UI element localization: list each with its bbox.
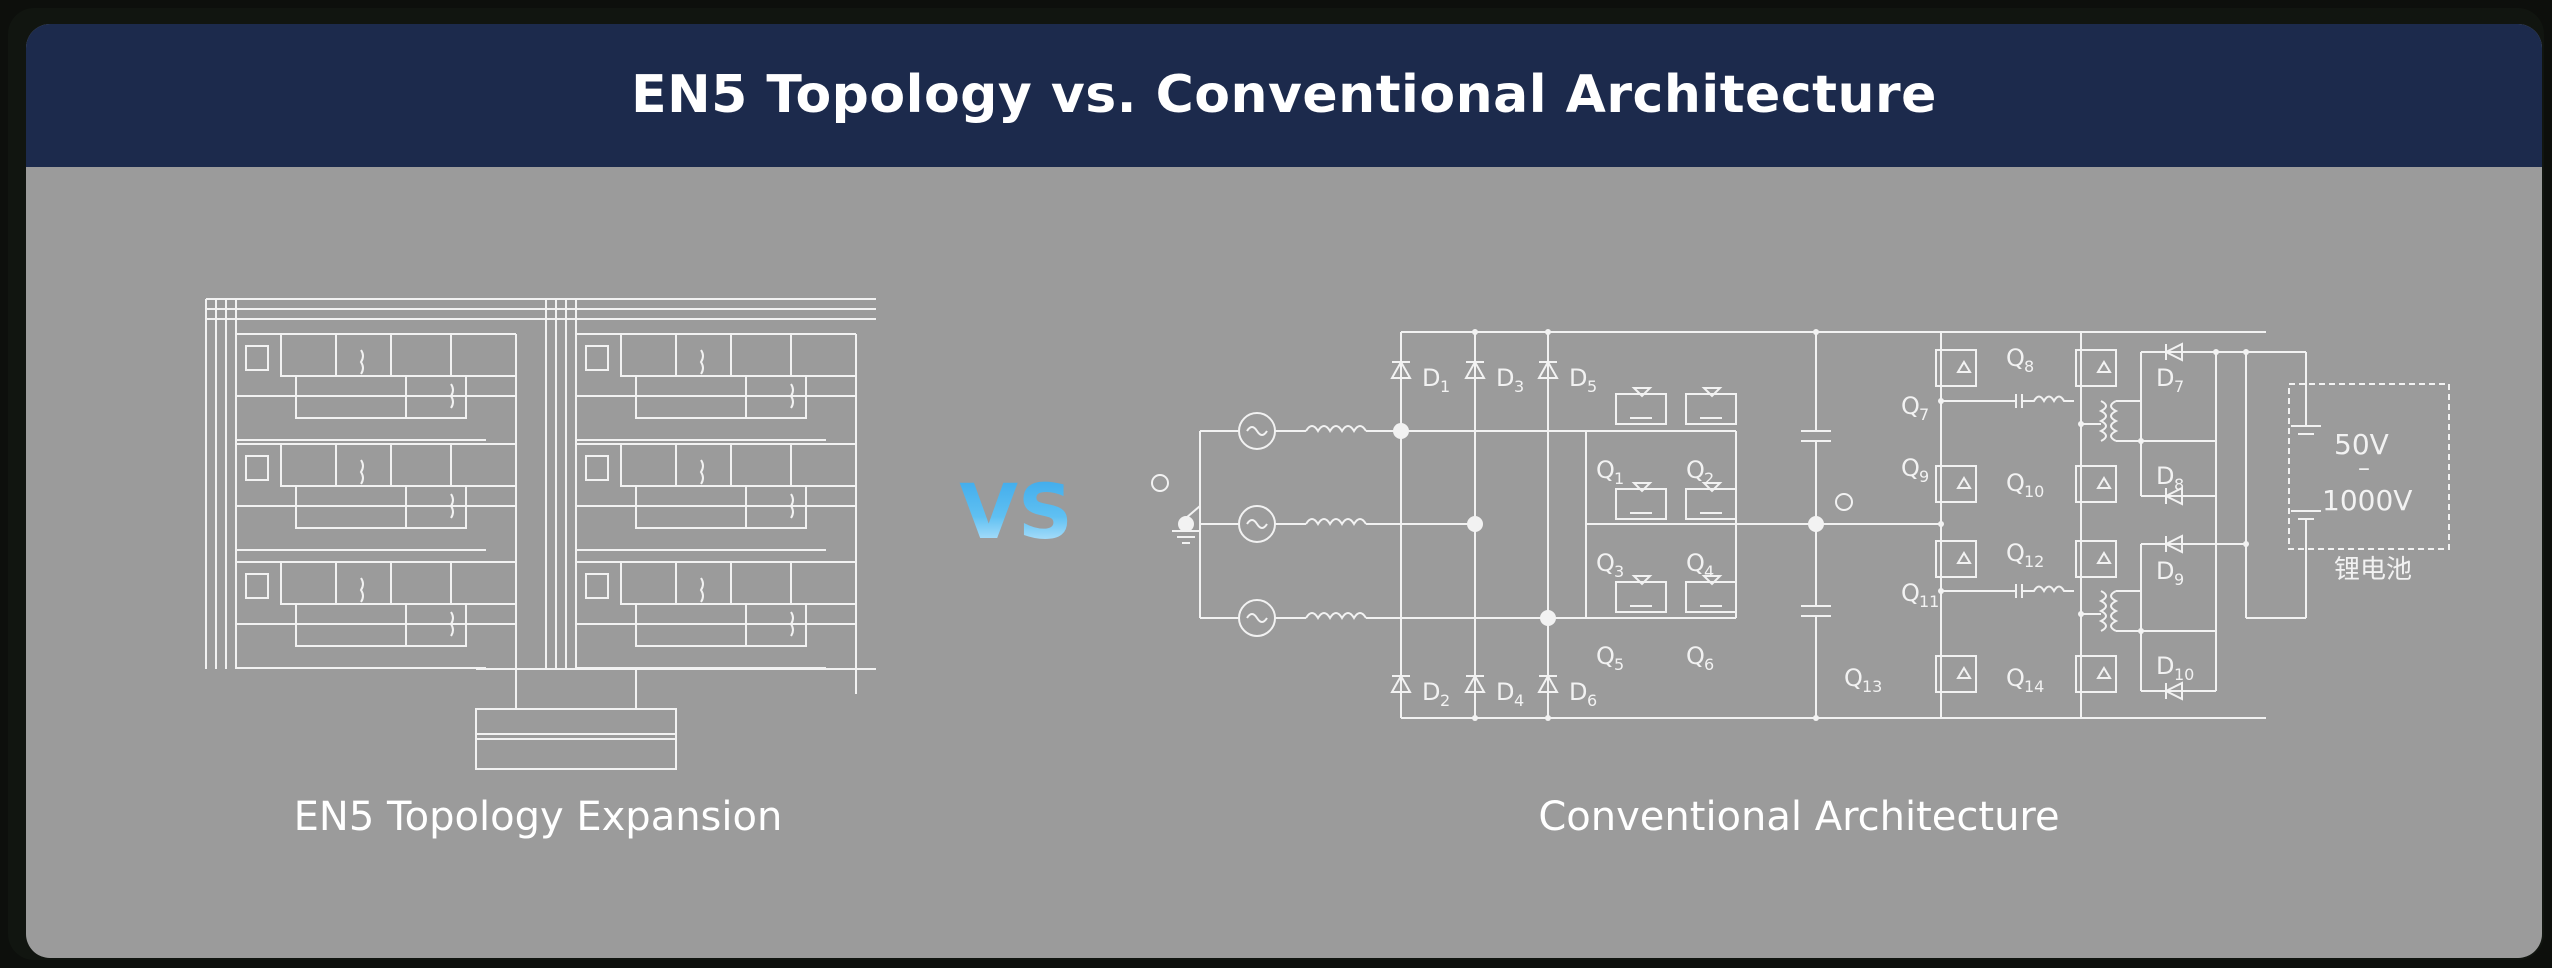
main-panel: EN5 Topology vs. Conventional Architectu… (26, 24, 2542, 958)
switch-subscript: 4 (1704, 562, 1714, 581)
switch-label: Q (1686, 549, 1705, 577)
diode-subscript: 6 (1587, 691, 1597, 710)
page-title: EN5 Topology vs. Conventional Architectu… (631, 65, 1937, 125)
switch-subscript: 8 (2024, 357, 2034, 376)
diode-label: D (2156, 557, 2174, 585)
battery-voltage-high: 1000V (2322, 484, 2412, 517)
diode-subscript: 2 (1440, 691, 1450, 710)
diode-label: D (2156, 652, 2174, 680)
diode-label: D (1496, 364, 1514, 392)
switch-label: Q (1596, 456, 1615, 484)
switch-subscript: 5 (1614, 655, 1624, 674)
switch-label: Q (1596, 549, 1615, 577)
vs-label: VS (941, 467, 1091, 557)
switch-subscript: 13 (1862, 677, 1882, 696)
switch-subscript: 6 (1704, 655, 1714, 674)
diode-subscript: 4 (1514, 691, 1524, 710)
right-caption: Conventional Architecture (1538, 794, 2060, 840)
battery-dash: – (2358, 454, 2370, 482)
diode-subscript: 3 (1514, 377, 1524, 396)
switch-label: Q (2006, 539, 2025, 567)
switch-label: Q (1901, 454, 1920, 482)
left-caption: EN5 Topology Expansion (293, 794, 783, 840)
diode-subscript: 5 (1587, 377, 1597, 396)
switch-label: Q (1844, 664, 1863, 692)
diode-subscript: 8 (2174, 475, 2184, 494)
diode-subscript: 1 (1440, 377, 1450, 396)
switch-label: Q (1596, 642, 1615, 670)
switch-label: Q (1901, 392, 1920, 420)
switch-subscript: 1 (1614, 469, 1624, 488)
switch-subscript: 12 (2024, 552, 2044, 571)
switch-label: Q (1686, 642, 1705, 670)
switch-subscript: 11 (1919, 592, 1939, 611)
switch-subscript: 3 (1614, 562, 1624, 581)
diode-label: D (1496, 678, 1514, 706)
switch-label: Q (1901, 579, 1920, 607)
switch-subscript: 9 (1919, 467, 1929, 486)
diode-subscript: 10 (2174, 665, 2194, 684)
diode-subscript: 7 (2174, 377, 2184, 396)
switch-subscript: 2 (1704, 469, 1714, 488)
diode-label: D (1422, 364, 1440, 392)
switch-subscript: 7 (1919, 405, 1929, 424)
header-bar: EN5 Topology vs. Conventional Architectu… (26, 24, 2542, 167)
conventional-architecture-diagram: D1D2D3D4D5D6D7D8D9D10Q1Q2Q3Q4Q5Q6Q7Q8Q9Q… (1151, 329, 2450, 721)
en5-topology-diagram (205, 298, 876, 770)
battery-label: 锂电池 (2334, 555, 2412, 585)
diode-subscript: 9 (2174, 570, 2184, 589)
switch-subscript: 14 (2024, 677, 2044, 696)
switch-subscript: 10 (2024, 482, 2044, 501)
switch-label: Q (2006, 469, 2025, 497)
window-frame: EN5 Topology vs. Conventional Architectu… (8, 8, 2544, 960)
diode-label: D (1569, 364, 1587, 392)
switch-label: Q (2006, 344, 2025, 372)
diode-label: D (2156, 364, 2174, 392)
switch-label: Q (1686, 456, 1705, 484)
diode-label: D (2156, 462, 2174, 490)
switch-label: Q (2006, 664, 2025, 692)
diode-label: D (1422, 678, 1440, 706)
battery-voltage-low: 50V (2334, 428, 2389, 461)
diode-label: D (1569, 678, 1587, 706)
